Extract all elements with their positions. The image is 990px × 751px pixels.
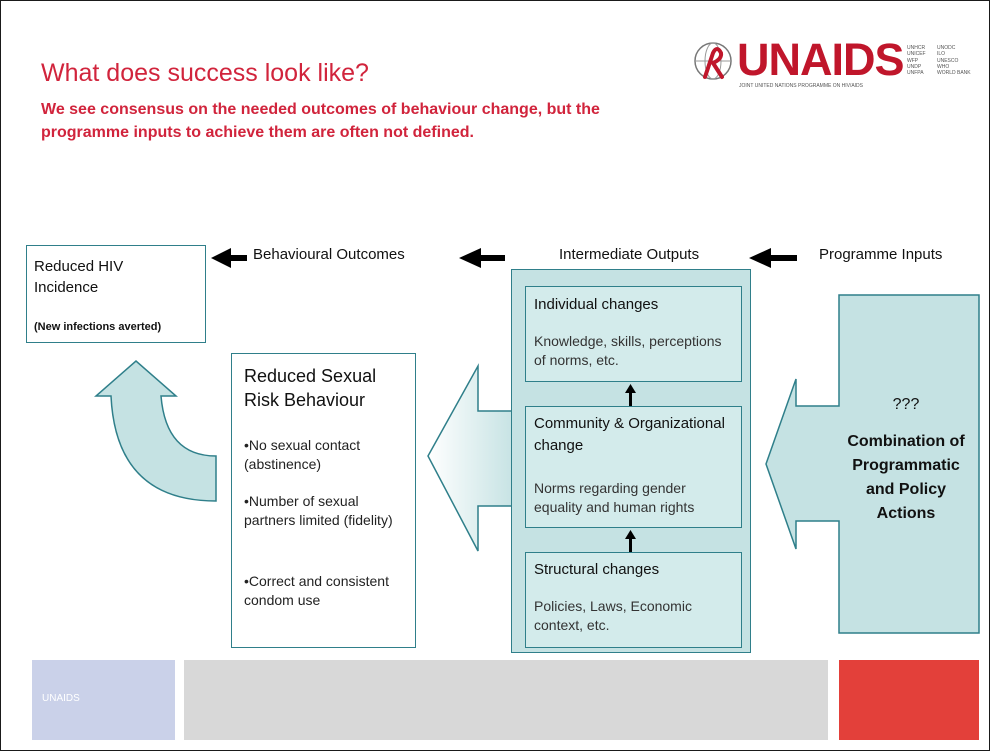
bullet-fidelity: •Number of sexual partners limited (fide… xyxy=(244,493,393,528)
page-title: What does success look like? xyxy=(41,59,369,87)
logo-cosponsors-col2: UNODC ILO UNESCO WHO WORLD BANK xyxy=(937,45,971,77)
footer-block-grey xyxy=(184,660,828,740)
reduced-hiv-incidence-box: Reduced HIV Incidence (New infections av… xyxy=(26,245,206,343)
individual-changes-detail: Knowledge, skills, perceptions of norms,… xyxy=(534,333,722,368)
reduced-hiv-title: Reduced HIV Incidence xyxy=(34,258,124,296)
curved-up-arrow xyxy=(94,360,217,502)
structural-changes-heading: Structural changes xyxy=(534,561,660,578)
individual-changes-box: Individual changes Knowledge, skills, pe… xyxy=(525,286,742,382)
header-behavioural-outcomes: Behavioural Outcomes xyxy=(253,246,405,263)
footer-block-red xyxy=(839,660,979,740)
reduced-sexual-risk-box: Reduced Sexual Risk Behaviour •No sexual… xyxy=(231,353,416,648)
bullet-condom-use: •Correct and consistent condom use xyxy=(244,573,389,608)
programme-unknown: ??? xyxy=(892,396,920,413)
header-arrow-1 xyxy=(211,248,247,268)
header-arrow-3 xyxy=(749,248,797,268)
programme-inputs-arrow xyxy=(765,294,980,634)
individual-changes-heading: Individual changes xyxy=(534,296,659,313)
footer-block-blue: UNAIDS xyxy=(32,660,175,740)
intermediate-outputs-panel: Individual changes Knowledge, skills, pe… xyxy=(511,269,751,653)
bullet-abstinence: •No sexual contact (abstinence) xyxy=(244,437,361,472)
programme-inputs-text: ??? Combination of Programmatic and Poli… xyxy=(831,396,981,526)
logo-tagline: JOINT UNITED NATIONS PROGRAMME ON HIV/AI… xyxy=(739,83,863,89)
ribbon-globe-icon xyxy=(694,42,732,80)
structural-changes-box: Structural changes Policies, Laws, Econo… xyxy=(525,552,742,648)
logo-cosponsors-col1: UNHCR UNICEF WFP UNDP UNFPA xyxy=(907,45,926,77)
large-left-arrow xyxy=(427,363,517,552)
logo-wordmark: UNAIDS xyxy=(737,34,905,85)
reduced-hiv-note: (New infections averted) xyxy=(34,321,162,333)
programme-description: Combination of Programmatic and Policy A… xyxy=(847,433,965,522)
structural-changes-detail: Policies, Laws, Economic context, etc. xyxy=(534,598,692,633)
community-change-box: Community & Organizational change Norms … xyxy=(525,406,742,528)
community-change-detail: Norms regarding gender equality and huma… xyxy=(534,480,695,515)
page-subtitle: We see consensus on the needed outcomes … xyxy=(41,101,600,141)
up-arrow-icon xyxy=(625,530,636,552)
up-arrow-icon xyxy=(625,384,636,406)
footer-unaids-label: UNAIDS xyxy=(42,693,80,704)
header-programme-inputs: Programme Inputs xyxy=(819,246,943,263)
community-change-heading: Community & Organizational change xyxy=(534,415,725,454)
header-intermediate-outputs: Intermediate Outputs xyxy=(559,246,700,263)
header-arrow-2 xyxy=(459,248,505,268)
reduced-sexual-heading: Reduced Sexual Risk Behaviour xyxy=(244,366,377,410)
